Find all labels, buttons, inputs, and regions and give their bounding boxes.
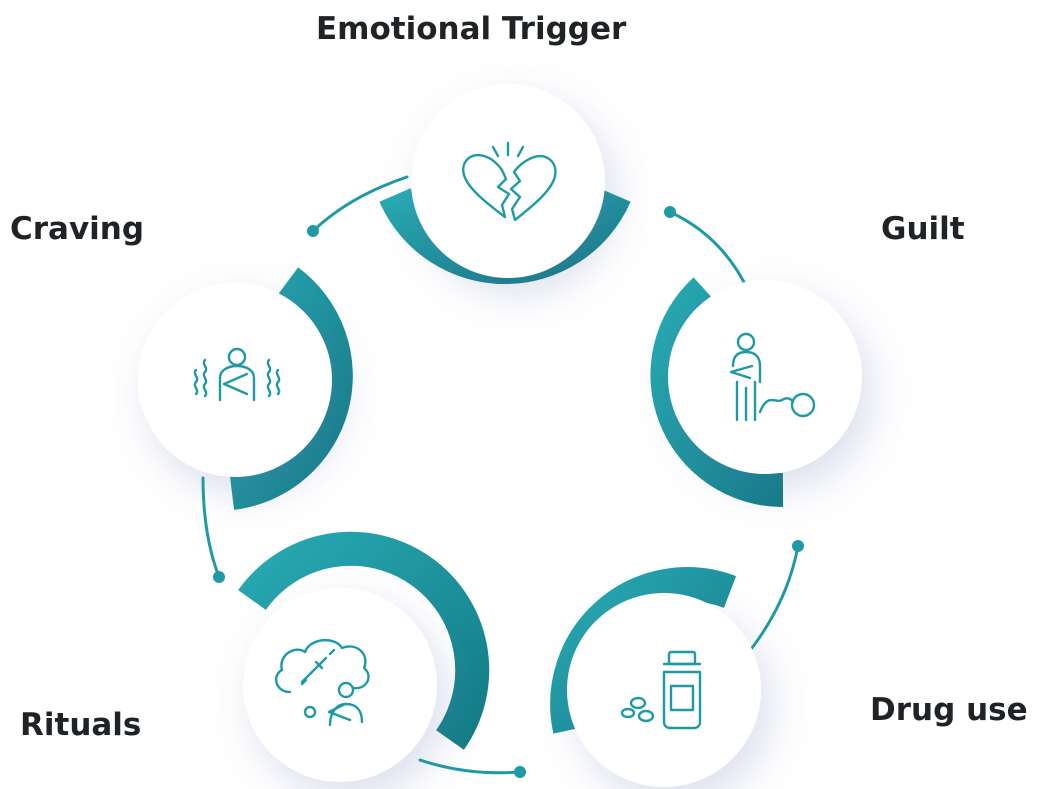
connector-emotional-to-guilt [668,210,750,292]
connector-dot [664,206,676,218]
connector-dot [307,225,319,237]
node-emotional-trigger [411,84,605,278]
connectors [201,175,800,775]
connector-druguse-to-rituals [418,758,522,775]
step-label-emotional-trigger: Emotional Trigger [316,11,627,47]
connector-dot [792,540,804,552]
connector-dot [213,571,225,583]
connector-craving-to-emotional [311,175,409,233]
ball-and-chain-icon [729,332,816,422]
arc-craving [229,267,353,510]
thought-syringe-icon [274,639,370,727]
connector-guilt-to-druguse [750,544,800,650]
arc-guilt [650,277,784,508]
node-guilt [668,280,862,474]
arc-rituals [238,531,490,750]
broken-heart-icon [462,141,557,222]
connector-dots [213,206,804,778]
connector-rituals-to-craving [201,476,221,579]
step-label-craving: Craving [10,211,145,247]
step-label-guilt: Guilt [881,211,965,247]
shaking-person-icon [193,347,281,402]
step-label-drug-use: Drug use [870,692,1028,728]
step-label-rituals: Rituals [20,707,142,743]
connector-dot [514,766,526,778]
pill-bottle-icon [620,650,702,730]
